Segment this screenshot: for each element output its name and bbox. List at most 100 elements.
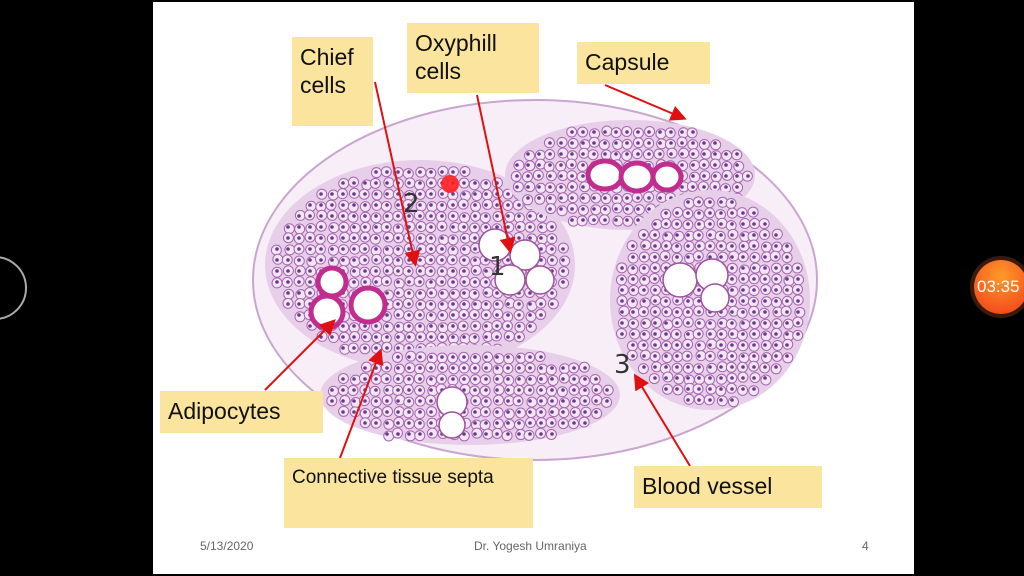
- cell-nucleus: [708, 200, 712, 204]
- cell-nucleus: [702, 185, 706, 189]
- cell-nucleus: [352, 192, 356, 196]
- cell-nucleus: [708, 387, 712, 391]
- chief-cell: [402, 168, 414, 180]
- cell-nucleus: [297, 258, 301, 262]
- chief-cell: [760, 330, 772, 342]
- chief-cell: [525, 311, 537, 323]
- cell-nucleus: [407, 192, 411, 196]
- cell-nucleus: [763, 288, 767, 292]
- cell-nucleus: [418, 366, 422, 370]
- cell-nucleus: [341, 225, 345, 229]
- cell-nucleus: [440, 291, 444, 295]
- cell-nucleus: [631, 332, 635, 336]
- cell-nucleus: [636, 207, 640, 211]
- cell-nucleus: [275, 269, 279, 273]
- chief-cell: [524, 160, 536, 172]
- chief-cell: [732, 171, 744, 183]
- cell-nucleus: [550, 291, 554, 295]
- cell-nucleus: [708, 321, 712, 325]
- cell-nucleus: [308, 258, 312, 262]
- cell-nucleus: [429, 388, 433, 392]
- cell-nucleus: [620, 299, 624, 303]
- cell-nucleus: [396, 302, 400, 306]
- cell-nucleus: [583, 377, 587, 381]
- cell-nucleus: [708, 222, 712, 226]
- cell-nucleus: [363, 421, 367, 425]
- cell-nucleus: [407, 214, 411, 218]
- cell-nucleus: [526, 174, 530, 178]
- cell-nucleus: [570, 174, 574, 178]
- cell-nucleus: [517, 377, 521, 381]
- cell-nucleus: [385, 203, 389, 207]
- cell-nucleus: [614, 130, 618, 134]
- cell-nucleus: [653, 233, 657, 237]
- cell-nucleus: [495, 313, 499, 317]
- cell-nucleus: [462, 258, 466, 262]
- chief-cell: [738, 352, 750, 364]
- cell-nucleus: [730, 365, 734, 369]
- cell-nucleus: [396, 399, 400, 403]
- cell-nucleus: [429, 313, 433, 317]
- cell-nucleus: [330, 214, 334, 218]
- cell-nucleus: [526, 152, 530, 156]
- cell-nucleus: [407, 366, 411, 370]
- cell-nucleus: [631, 343, 635, 347]
- recording-timer[interactable]: 03:35: [974, 260, 1024, 314]
- cell-nucleus: [484, 335, 488, 339]
- cell-nucleus: [550, 421, 554, 425]
- cell-nucleus: [374, 247, 378, 251]
- cell-nucleus: [297, 236, 301, 240]
- chief-cell: [689, 171, 701, 183]
- cell-nucleus: [550, 247, 554, 251]
- cell-nucleus: [763, 266, 767, 270]
- cell-nucleus: [484, 181, 488, 185]
- cell-nucleus: [462, 302, 466, 306]
- cell-nucleus: [752, 332, 756, 336]
- cell-nucleus: [330, 225, 334, 229]
- cell-nucleus: [664, 354, 668, 358]
- cell-nucleus: [559, 185, 563, 189]
- cell-nucleus: [708, 244, 712, 248]
- cell-nucleus: [664, 299, 668, 303]
- cell-nucleus: [774, 343, 778, 347]
- cell-nucleus: [374, 410, 378, 414]
- cell-nucleus: [407, 421, 411, 425]
- cell-nucleus: [697, 376, 701, 380]
- cell-nucleus: [680, 163, 684, 167]
- cell-nucleus: [603, 196, 607, 200]
- cell-nucleus: [528, 214, 532, 218]
- cell-nucleus: [708, 365, 712, 369]
- cell-nucleus: [741, 365, 745, 369]
- cell-nucleus: [330, 258, 334, 262]
- cell-nucleus: [517, 225, 521, 229]
- cell-nucleus: [517, 366, 521, 370]
- cell-nucleus: [620, 288, 624, 292]
- cell-nucleus: [631, 288, 635, 292]
- cell-nucleus: [462, 269, 466, 273]
- cell-nucleus: [741, 211, 745, 215]
- cell-nucleus: [559, 163, 563, 167]
- cell-nucleus: [517, 355, 521, 359]
- cell-nucleus: [506, 399, 510, 403]
- cell-nucleus: [473, 388, 477, 392]
- chief-cell: [598, 139, 610, 151]
- cell-nucleus: [614, 207, 618, 211]
- cell-nucleus: [730, 222, 734, 226]
- chief-cell: [471, 190, 483, 202]
- cell-nucleus: [451, 203, 455, 207]
- cell-nucleus: [570, 185, 574, 189]
- cell-nucleus: [691, 174, 695, 178]
- cell-nucleus: [451, 355, 455, 359]
- cell-nucleus: [724, 152, 728, 156]
- cell-nucleus: [752, 354, 756, 358]
- cell-nucleus: [495, 291, 499, 295]
- cell-nucleus: [642, 233, 646, 237]
- cell-nucleus: [297, 280, 301, 284]
- cell-nucleus: [539, 225, 543, 229]
- cell-nucleus: [763, 354, 767, 358]
- cell-nucleus: [774, 310, 778, 314]
- cell-nucleus: [774, 233, 778, 237]
- cell-nucleus: [636, 141, 640, 145]
- cell-nucleus: [297, 214, 301, 218]
- cell-nucleus: [484, 302, 488, 306]
